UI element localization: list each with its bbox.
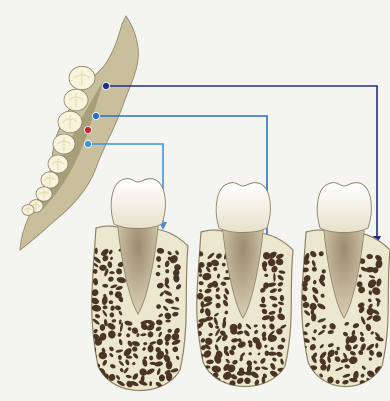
tooth-crown [216,183,270,233]
molar-tooth [64,89,88,111]
molar-tooth [48,155,68,173]
molar-tooth [69,66,95,89]
molar-tooth [22,205,34,216]
marker-red [84,126,91,133]
marker-navy [102,82,109,89]
bone-cross-sections [90,179,390,391]
tooth-crown [111,179,165,229]
molar-tooth [53,134,75,154]
molar-tooth [58,111,82,133]
molar-tooth [36,187,52,201]
marker-light-blue [84,140,91,147]
tooth-crown [317,183,371,233]
marker-mid-blue [92,112,99,119]
molar-tooth [41,172,59,188]
